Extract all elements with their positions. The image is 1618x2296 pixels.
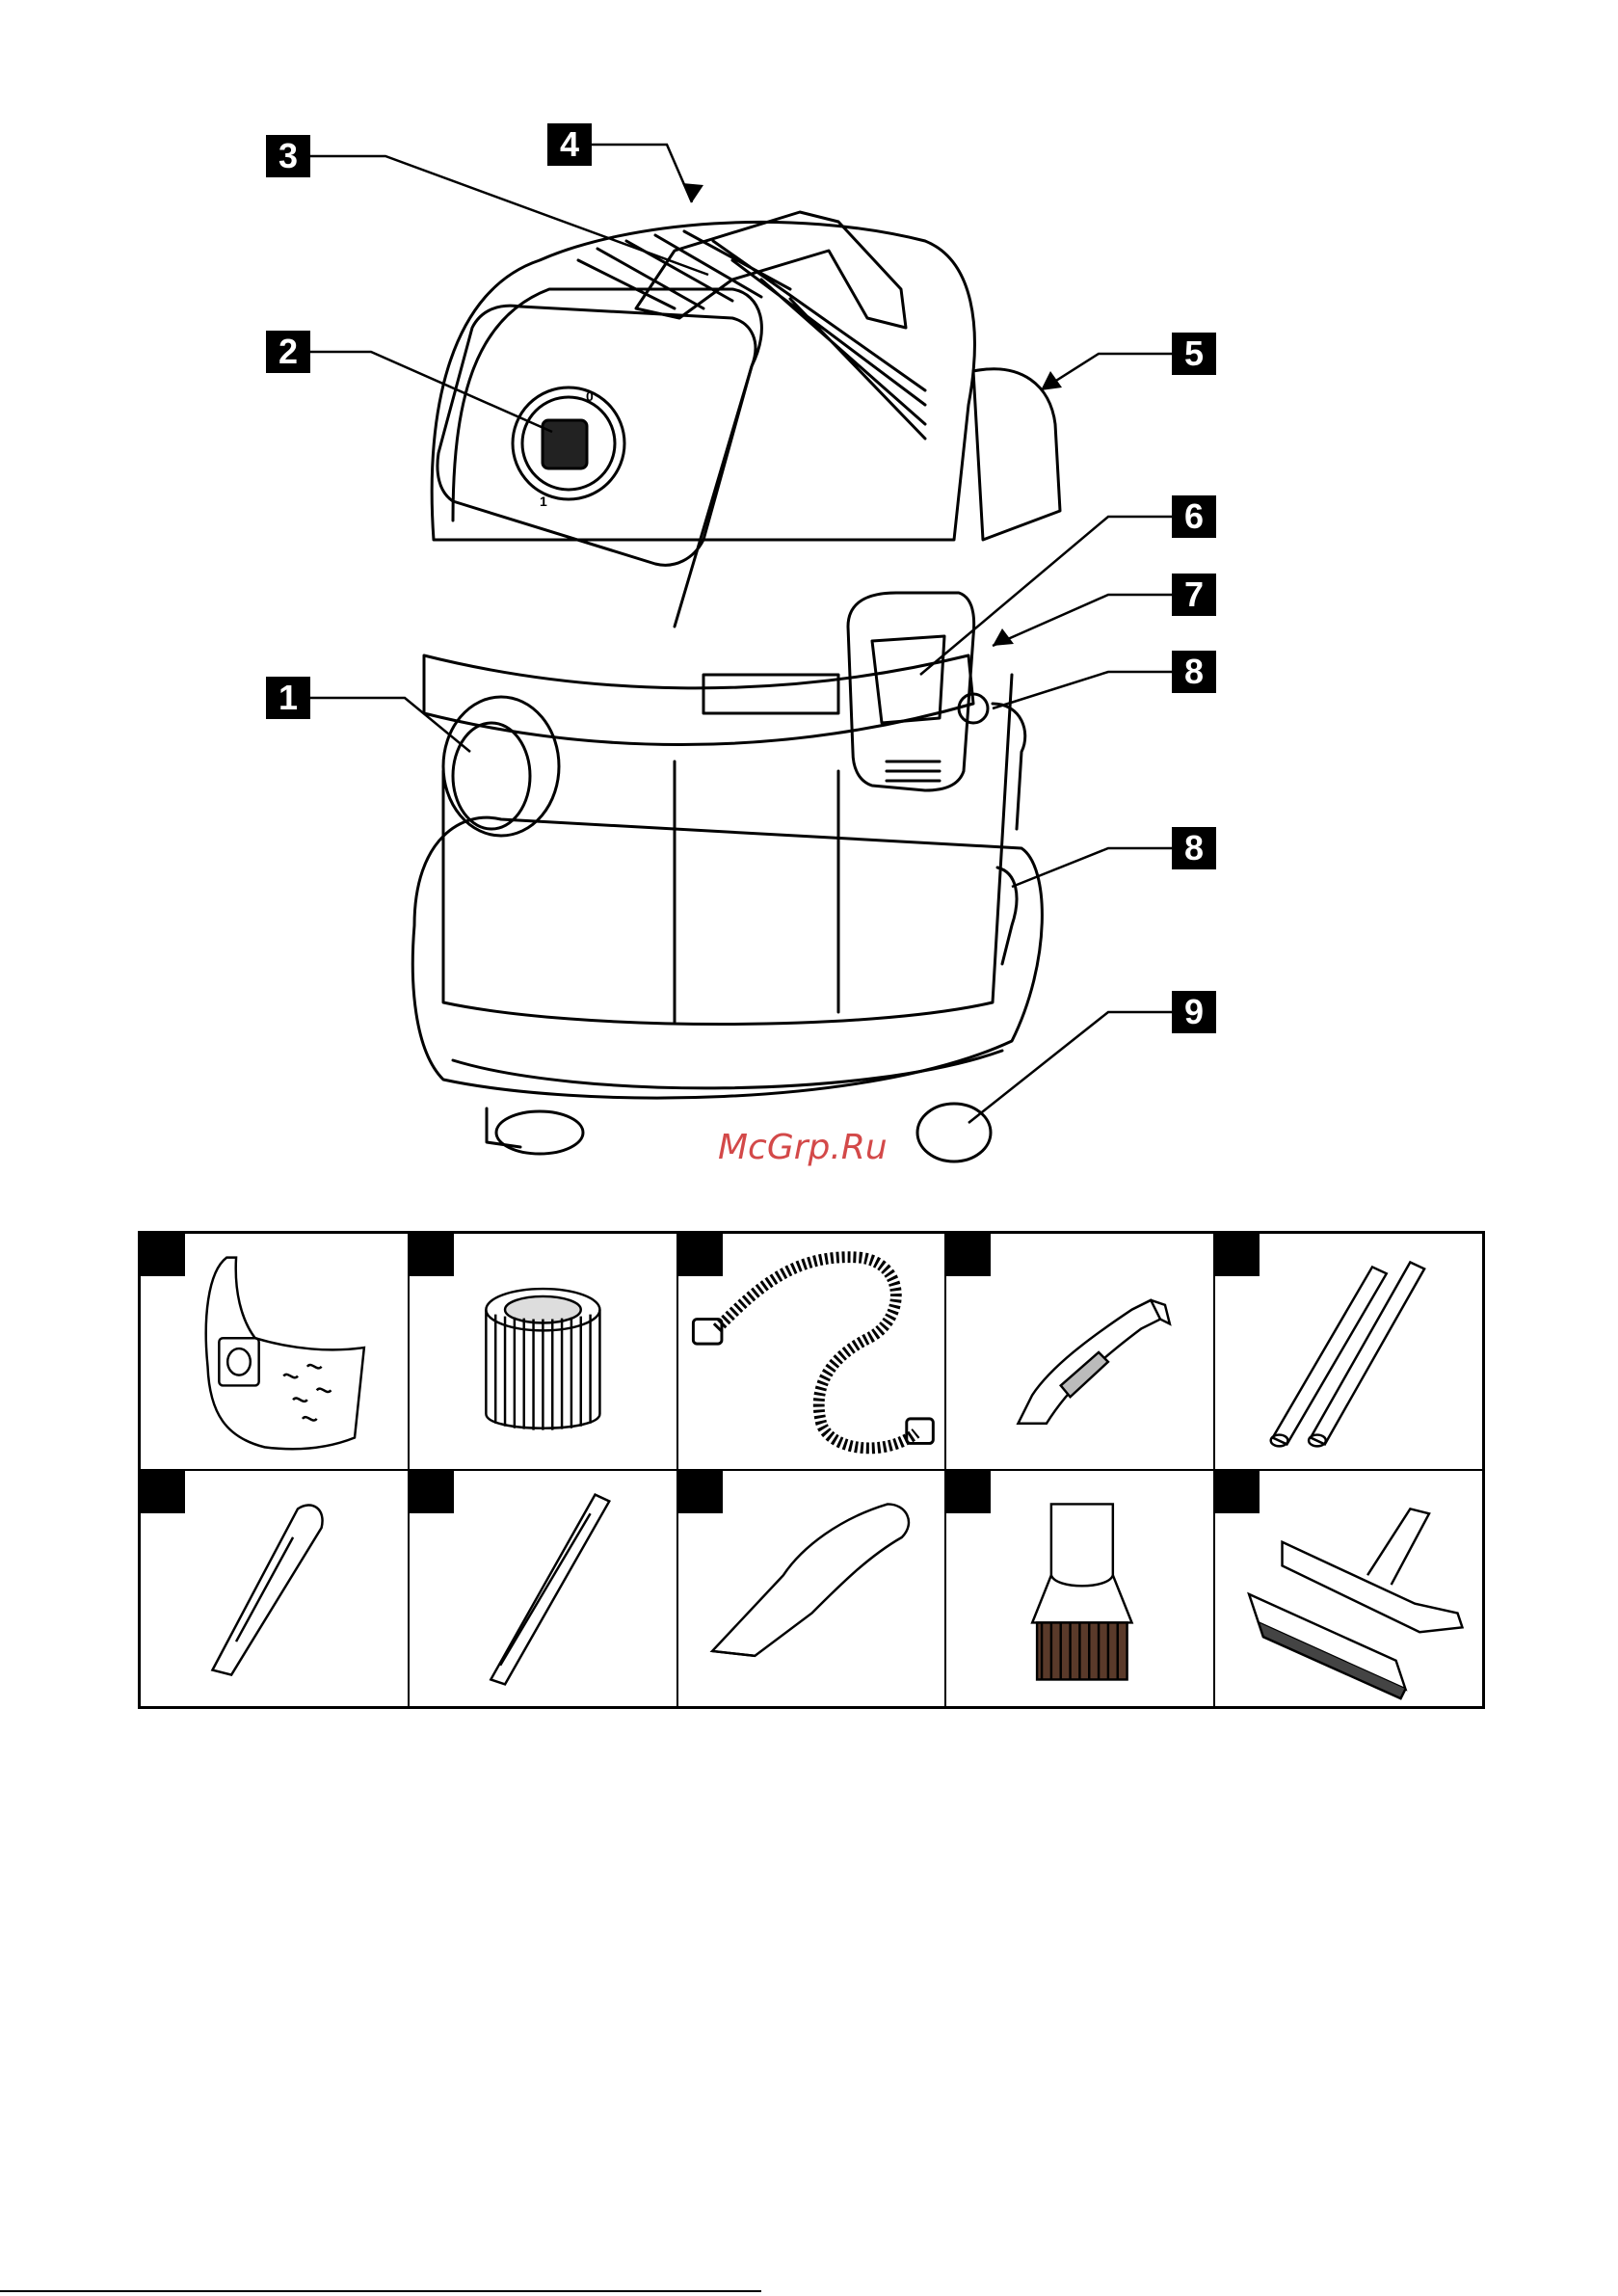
suction-brush-icon — [946, 1471, 1213, 1706]
callout-9: 9 — [1172, 991, 1216, 1033]
accessory-crevice-nozzle — [140, 1470, 409, 1707]
extension-tubes-icon — [1215, 1234, 1482, 1469]
accessory-suction-hose — [677, 1233, 946, 1470]
suction-hose-icon — [678, 1234, 945, 1469]
leader-4 — [592, 145, 692, 202]
accessory-long-crevice-nozzle — [409, 1470, 677, 1707]
suction-inlet — [443, 697, 559, 836]
accessory-suction-brush — [945, 1470, 1214, 1707]
leader-7 — [993, 595, 1172, 646]
accessory-upholstery-nozzle — [677, 1470, 946, 1707]
switch-label-off: 0 — [586, 388, 594, 404]
accessories-grid — [138, 1231, 1485, 1709]
leader-9 — [968, 1012, 1172, 1123]
footer-rule — [0, 2290, 761, 2292]
rear-caster — [496, 1111, 583, 1154]
callout-8b: 8 — [1172, 827, 1216, 869]
leader-8a — [993, 672, 1172, 708]
accessory-cartridge-filter — [409, 1233, 677, 1470]
callout-3: 3 — [266, 135, 310, 177]
callout-8a: 8 — [1172, 651, 1216, 693]
accessory-extension-tubes — [1214, 1233, 1483, 1470]
floor-nozzle-icon — [1215, 1471, 1482, 1706]
callout-7: 7 — [1172, 574, 1216, 616]
callout-1: 1 — [266, 677, 310, 719]
callout-2: 2 — [266, 331, 310, 373]
upholstery-nozzle-icon — [678, 1471, 945, 1706]
vacuum-cleaner-diagram: 0 1 — [0, 0, 1618, 1215]
accessory-dust-bag — [140, 1233, 409, 1470]
dust-bag-icon — [141, 1234, 408, 1469]
leader-3 — [310, 156, 708, 275]
callout-6: 6 — [1172, 495, 1216, 538]
accessory-hose-handle — [945, 1233, 1214, 1470]
leader-5 — [1041, 354, 1172, 390]
power-switch — [543, 420, 587, 468]
front-caster — [917, 1104, 991, 1161]
accessory-floor-nozzle — [1214, 1470, 1483, 1707]
switch-label-on: 1 — [540, 494, 547, 509]
hose-handle-icon — [946, 1234, 1213, 1469]
base — [412, 817, 1042, 1098]
crevice-nozzle-icon — [141, 1471, 408, 1706]
cartridge-filter-icon — [410, 1234, 676, 1469]
exhaust-outlet — [973, 369, 1060, 540]
callout-4: 4 — [547, 123, 592, 166]
callout-5: 5 — [1172, 333, 1216, 375]
watermark: McGrp.Ru — [718, 1128, 888, 1167]
long-crevice-nozzle-icon — [410, 1471, 676, 1706]
leader-2 — [310, 352, 552, 432]
container-body — [443, 675, 1012, 1025]
